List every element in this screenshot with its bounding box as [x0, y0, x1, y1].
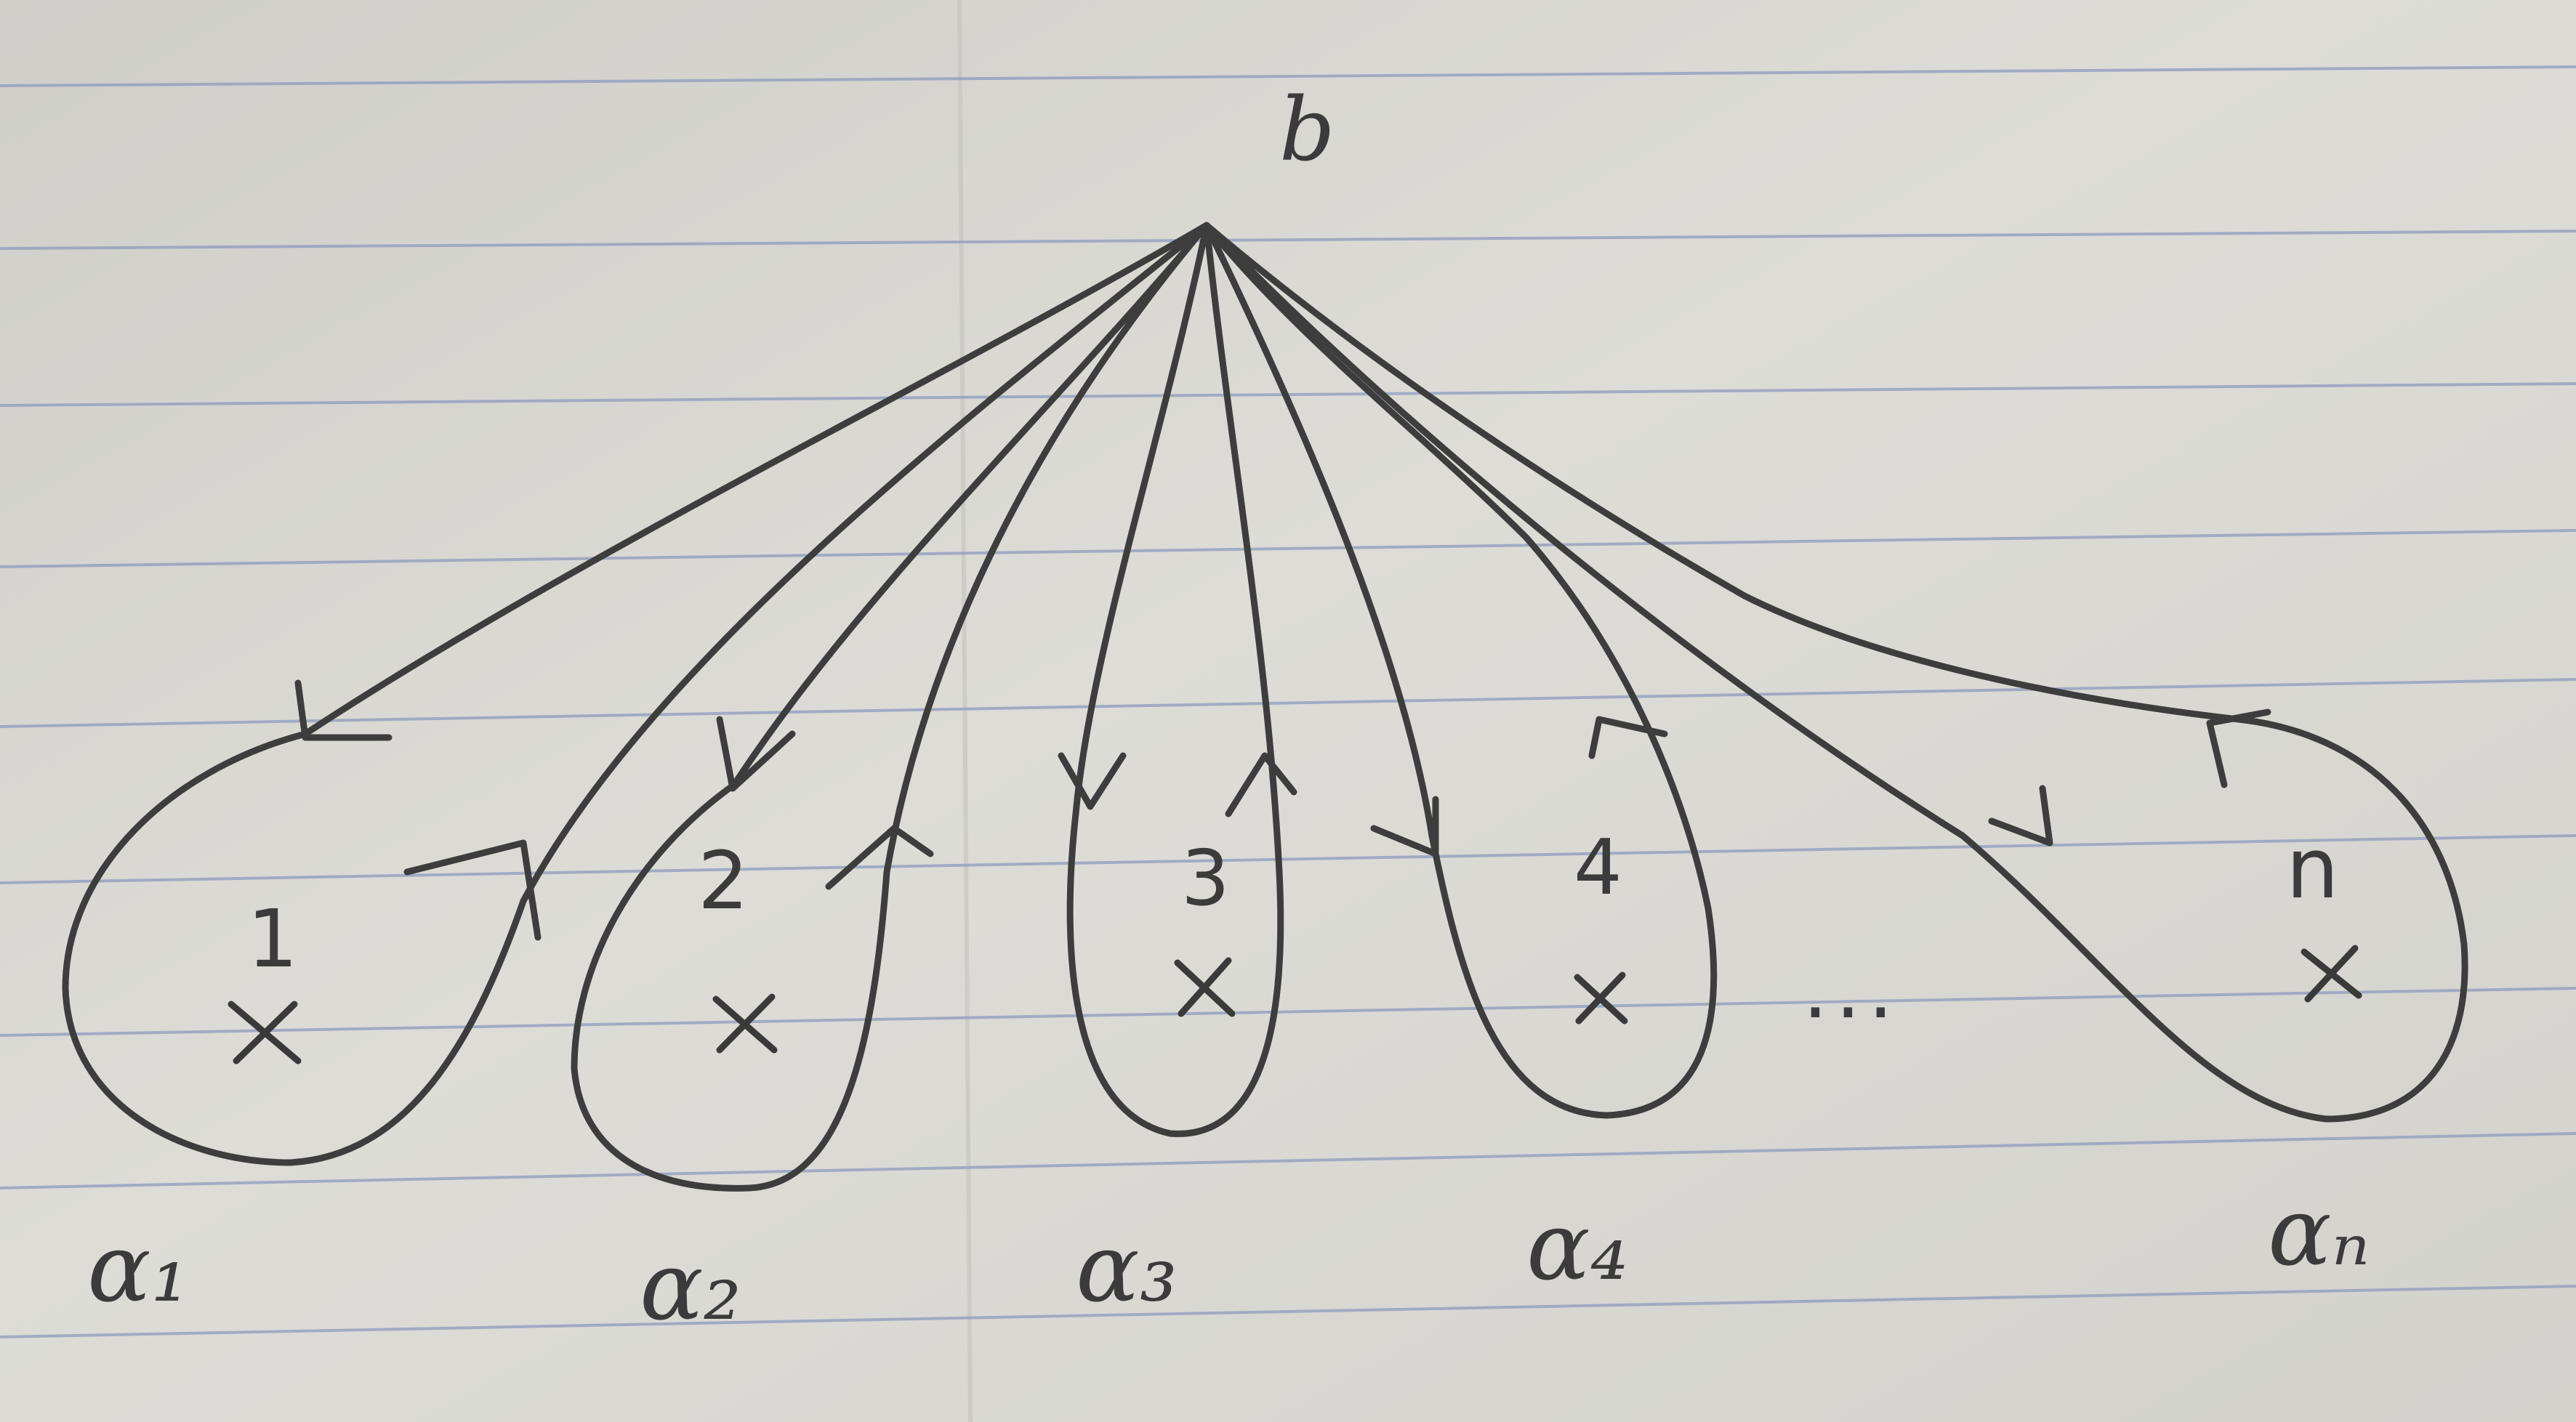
ellipsis: ... — [1803, 943, 1901, 1036]
loop-1-out-arrow — [294, 679, 393, 741]
loop-4-path — [1203, 222, 1718, 1119]
loop-2-label: α₂ — [640, 1231, 741, 1341]
puncture-2-label: 2 — [698, 834, 749, 927]
puncture-n-marker — [2301, 945, 2362, 1003]
loop-1-label: α₁ — [87, 1213, 189, 1323]
puncture-2-marker — [712, 993, 778, 1054]
loop-4: 4 α₄ — [1203, 222, 1718, 1301]
loop-n-out-arrow — [1988, 785, 2053, 847]
loop-n-in-arrow — [2206, 708, 2271, 788]
loop-2-path — [571, 222, 1210, 1192]
puncture-n-label: n — [2286, 820, 2339, 918]
loop-2-out-arrow — [716, 716, 796, 792]
paper-fold — [957, 0, 973, 1422]
loop-3-out-arrow — [1058, 752, 1127, 810]
puncture-1-marker — [228, 1001, 302, 1065]
loop-n-label: αₙ — [2268, 1176, 2370, 1287]
ruled-lines — [0, 65, 2576, 1338]
loop-n-path — [1203, 222, 2468, 1123]
base-point-label: b — [1279, 80, 1335, 181]
loop-4-out-arrow — [1370, 796, 1439, 857]
loop-3: 3 α₃ — [1058, 222, 1297, 1323]
loop-2: 2 α₂ — [571, 222, 1210, 1341]
loop-1: 1 α₁ — [62, 222, 1210, 1323]
puncture-4-label: 4 — [1574, 823, 1622, 912]
loop-1-in-arrow — [403, 839, 542, 941]
loop-4-label: α₄ — [1526, 1191, 1628, 1301]
loop-3-in-arrow — [1225, 752, 1297, 817]
loop-2-in-arrow — [825, 825, 934, 890]
puncture-1-label: 1 — [247, 892, 298, 985]
puncture-3-marker — [1174, 957, 1236, 1017]
puncture-3-label: 3 — [1181, 834, 1230, 923]
loop-3-path — [1066, 222, 1284, 1137]
loop-3-label: α₃ — [1076, 1213, 1178, 1323]
loop-4-in-arrow — [1588, 716, 1668, 759]
loop-n: n αₙ — [1203, 222, 2468, 1287]
loop-1-path — [62, 222, 1210, 1166]
puncture-4-marker — [1574, 971, 1628, 1025]
